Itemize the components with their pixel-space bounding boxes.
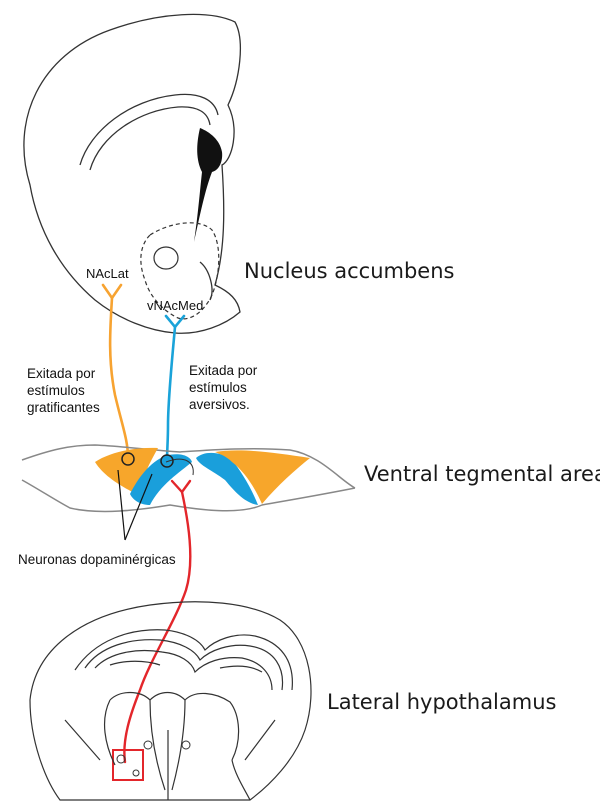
rewarding-annotation-line-3: gratificantes xyxy=(27,400,100,415)
lateral-hypothalamus-marker xyxy=(112,749,144,781)
hypothalamus-dot-2 xyxy=(132,769,140,777)
ventral-tegmental-area-label: Ventral tegmental area xyxy=(364,462,600,486)
hypothalamus-pathway xyxy=(123,479,192,764)
lateral-neuron-marker xyxy=(121,452,135,466)
fornix-right xyxy=(181,740,191,750)
vta-outline-top xyxy=(21,444,356,489)
hypothalamus-brain-section xyxy=(29,601,312,801)
dopaminergic-neurons-label: Neuronas dopaminérgicas xyxy=(18,552,176,567)
vta-blue-right xyxy=(196,452,258,505)
medial-neuron-marker xyxy=(160,454,174,468)
aversive-annotation-line-1: Exitada por xyxy=(189,363,258,378)
aversive-annotation-line-3: aversivos. xyxy=(189,397,250,412)
rewarding-annotation-line-2: estímulos xyxy=(27,383,85,398)
anterior-commissure xyxy=(153,246,179,270)
fornix-left xyxy=(143,740,153,750)
vta-orange-left xyxy=(95,447,158,495)
nac-medial-label: vNAcMed xyxy=(147,298,204,313)
dopaminergic-pointer-lines xyxy=(117,469,153,541)
nucleus-accumbens-label: Nucleus accumbens xyxy=(244,259,455,283)
vta-section xyxy=(21,444,356,513)
lateral-hypothalamus-label: Lateral hypothalamus xyxy=(327,690,557,714)
rewarding-annotation-line-1: Exitada por xyxy=(27,366,96,381)
rewarding-annotation: Exitada por estímulos gratificantes xyxy=(27,365,100,416)
nac-lateral-pathway xyxy=(101,283,130,460)
lateral-ventricle xyxy=(194,128,223,242)
vta-midline xyxy=(165,458,194,476)
nac-medial-pathway xyxy=(164,314,186,462)
vta-outline-bottom xyxy=(21,479,356,513)
hypothalamus-dot-1 xyxy=(116,754,126,764)
nac-lateral-label: NAcLat xyxy=(86,266,129,281)
vta-orange-right xyxy=(215,450,310,504)
vta-blue-left xyxy=(130,454,192,505)
aversive-annotation: Exitada por estímulos aversivos. xyxy=(189,362,257,413)
aversive-annotation-line-2: estímulos xyxy=(189,380,247,395)
nucleus-accumbens-outline xyxy=(140,222,220,320)
